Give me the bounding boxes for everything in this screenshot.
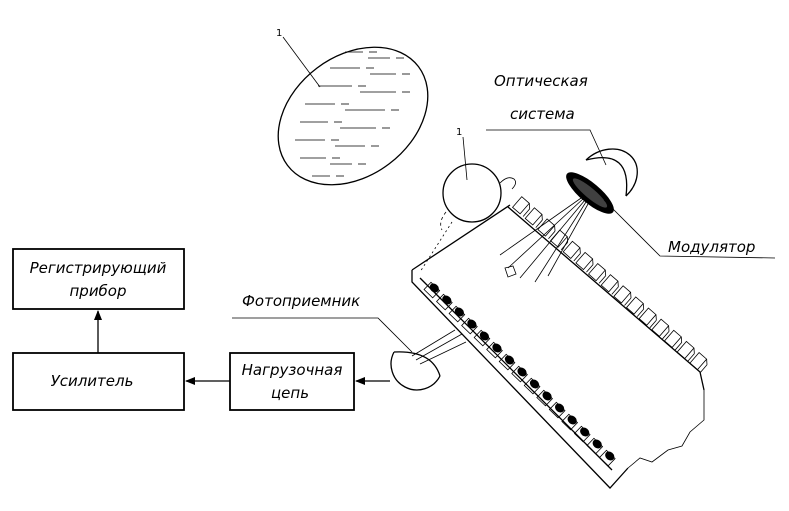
callout-leader-object [282,36,321,88]
photodetector [390,329,467,391]
modulator-leader [603,199,776,259]
conveyor-rollers [423,281,616,467]
recorder-block [12,248,185,310]
optical-system-leader [486,129,607,166]
object-ellipse [277,46,429,186]
recorder-label-line2: прибор [69,282,126,300]
light-rays [499,195,589,283]
callout-number-lens: 1 [456,127,462,138]
recorder-label-line1: Регистрирующий [30,259,167,277]
lens-sphere [440,163,516,231]
ellipse-hatching [295,51,410,177]
optical-system-label-line1: Оптическая [494,72,588,90]
load-circuit-label-line2: цепь [271,384,309,402]
optical-system-label-line2: система [510,105,575,123]
photodetector-leader [232,317,413,353]
photodetector-label: Фотоприемник [242,292,360,310]
load-circuit-block [229,352,355,411]
modulator-disc [566,148,638,214]
load-circuit-label-line1: Нагрузочная [242,361,343,379]
conveyor-structure [411,196,708,489]
amplifier-label: Усилитель [51,372,134,390]
modulator-label: Модулятор [668,238,755,256]
callout-leader-lens [462,136,468,181]
callout-number-object: 1 [276,28,282,39]
conveyor-teeth-top [511,196,708,373]
